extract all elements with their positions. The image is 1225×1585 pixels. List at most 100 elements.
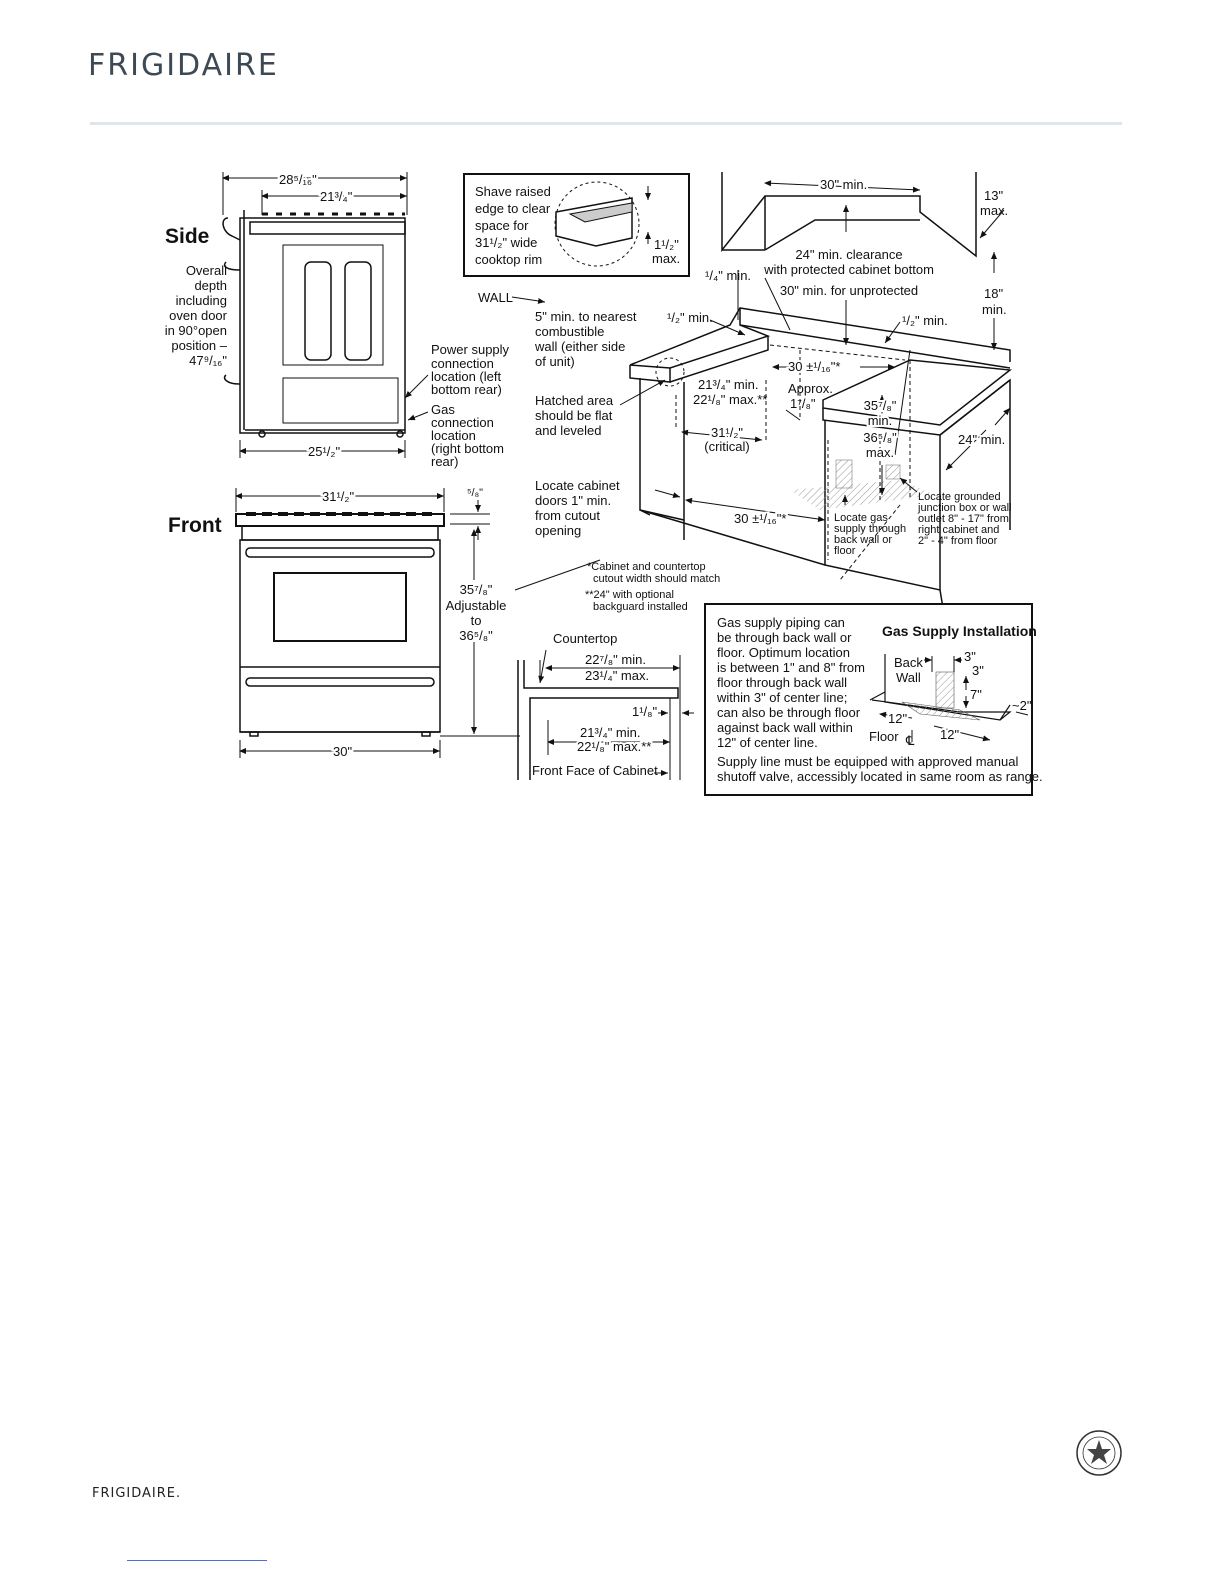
front-view xyxy=(235,488,520,758)
countertop-label: Countertop xyxy=(553,631,617,646)
gas-supply-box: Gas Supply Installation Gas supply pipin… xyxy=(704,603,1043,796)
side-dim-outer: 28⁵/₁₆" xyxy=(279,172,317,187)
half-min-right: ¹/₂" min. xyxy=(902,313,948,328)
gas-text-5: floor through back wall xyxy=(717,675,847,690)
depth-note-1: Overall xyxy=(186,263,227,278)
dim-18: 18" xyxy=(984,286,1003,301)
upper-13: 13" xyxy=(984,188,1003,203)
gas-note-b: shutoff valve, accessibly located in sam… xyxy=(717,769,1043,784)
side-dim-bottom: 25¹/₂" xyxy=(308,444,340,459)
floor-label: Floor xyxy=(869,729,899,744)
countertop-labels: Countertop 22⁷/₈" min. 23¹/₄" max. 1¹/₈"… xyxy=(532,631,658,778)
locate-gas-3: back wall or xyxy=(834,534,892,546)
gas-dim-7: 7" xyxy=(970,687,982,702)
side-view xyxy=(222,172,429,458)
depth-note-5: in 90°open xyxy=(165,323,227,338)
approx-1: Approx. xyxy=(788,381,833,396)
front-height-2: Adjustable xyxy=(446,598,507,613)
front-title: Front xyxy=(168,514,222,537)
cabinet-depth-max: 22¹/₈" max.** xyxy=(577,739,651,754)
height-range-4: max. xyxy=(866,445,894,460)
footnote-2a: **24" with optional xyxy=(585,589,674,601)
combustible-3: wall (either side xyxy=(534,339,625,354)
shave-text-5: cooktop rim xyxy=(475,252,542,267)
locate-gas-4: floor xyxy=(834,545,856,557)
footnote-1a: *Cabinet and countertop xyxy=(587,561,706,573)
header-divider xyxy=(90,122,1122,125)
power-note-2: connection xyxy=(431,356,494,371)
countertop-detail xyxy=(517,649,694,780)
gas-text-1: Gas supply piping can xyxy=(717,615,845,630)
height-range-1: 35⁷/₈" xyxy=(864,398,897,413)
locate-outlet-3: outlet 8" - 17" from xyxy=(918,513,1009,525)
doors-2: doors 1" min. xyxy=(535,493,611,508)
depth-note-2: depth xyxy=(194,278,227,293)
depth-min: 21³/₄" min. xyxy=(698,377,759,392)
gas-box-title: Gas Supply Installation xyxy=(882,623,1037,639)
depth-note-6: position – xyxy=(171,338,227,353)
power-note-4: bottom rear) xyxy=(431,382,502,397)
locate-outlet-2: junction box or wall xyxy=(917,502,1012,514)
locate-gas-2: supply through xyxy=(834,523,906,535)
upper-30-min: 30" min. xyxy=(820,177,867,192)
upper-13-max: max. xyxy=(980,203,1008,218)
dim-18-min: min. xyxy=(982,302,1007,317)
gas-text-3: floor. Optimum location xyxy=(717,645,850,660)
locate-outlet-4: right cabinet and xyxy=(918,524,999,536)
clearance-3: 30" min. for unprotected xyxy=(780,283,918,298)
gas-text-4: is between 1" and 8" from xyxy=(717,660,865,675)
front-height-4: 36⁵/₈" xyxy=(459,628,493,643)
hatched-1: Hatched area xyxy=(535,393,614,408)
design-certified-seal xyxy=(1076,1430,1122,1476)
footer-link-underline[interactable] xyxy=(127,1560,267,1561)
approx-2: 1⁷/₈" xyxy=(790,396,816,411)
footnote-2b: backguard installed xyxy=(593,601,688,613)
shave-text-2: edge to clear xyxy=(475,201,551,216)
half-min-left: ¹/₂" min. xyxy=(667,310,713,325)
cabinet-depth-min: 21³/₄" min. xyxy=(580,725,641,740)
side-title: Side xyxy=(165,225,209,248)
hatched-3: and leveled xyxy=(535,423,602,438)
footer-logo-text: FRIGIDAIRE. xyxy=(92,1486,182,1501)
centerline-symbol: ℄ xyxy=(905,733,915,748)
gas-note-3: location xyxy=(431,428,476,443)
front-height-1: 35⁷/₈" xyxy=(460,582,493,597)
countertop-min: 22⁷/₈" min. xyxy=(585,652,646,667)
back-wall-2: Wall xyxy=(896,670,921,685)
gas-text-8: against back wall within xyxy=(717,720,853,735)
cabinet-drawing xyxy=(511,172,1012,621)
gas-dim-3a: 3" xyxy=(964,649,976,664)
bottom-width: 30 ±¹/₁₆"* xyxy=(734,511,786,526)
power-note-3: location (left xyxy=(431,369,501,384)
gas-text-2: be through back wall or xyxy=(717,630,852,645)
gas-note-1: Gas xyxy=(431,402,455,417)
height-range-2: min. xyxy=(868,413,893,428)
back-wall-1: Back xyxy=(894,655,923,670)
combustible-1: 5" min. to nearest xyxy=(535,309,637,324)
gas-note-4: (right bottom xyxy=(431,441,504,456)
brand-logo-text: FRIGIDAIRE xyxy=(88,48,279,83)
clearance-2: with protected cabinet bottom xyxy=(763,262,934,277)
locate-outlet-1: Locate grounded xyxy=(918,491,1001,503)
combustible-2: combustible xyxy=(535,324,604,339)
front-view-labels: Front 31¹/₂" 30" ⁵/₈" 35⁷/₈" Adjustable … xyxy=(168,487,507,761)
doors-1: Locate cabinet xyxy=(535,478,620,493)
gas-note-a: Supply line must be equipped with approv… xyxy=(717,754,1018,769)
clearance-1: 24" min. clearance xyxy=(795,247,902,262)
side-dim-inner: 21³/₄" xyxy=(320,189,353,204)
brand-logo: FRIGIDAIRE xyxy=(88,48,279,83)
shave-text-1: Shave raised xyxy=(475,184,551,199)
cabinet-labels: WALL 5" min. to nearest combustible wall… xyxy=(478,175,1012,613)
locate-outlet-5: 2" - 4" from floor xyxy=(918,535,998,547)
wall-label: WALL xyxy=(478,290,513,305)
front-dim-lip: ⁵/₈" xyxy=(467,487,483,499)
depth-max: 22¹/₈" max.** xyxy=(693,392,767,407)
height-range-3: 36⁵/₈" xyxy=(863,430,897,445)
gas-note-5: rear) xyxy=(431,454,458,469)
depth-24: 24" min. xyxy=(958,432,1005,447)
depth-note-7: 47⁹/₁₆" xyxy=(189,353,227,368)
critical-2: (critical) xyxy=(704,439,750,454)
gas-dim-2: ~2" xyxy=(1012,698,1032,713)
front-dim-top: 31¹/₂" xyxy=(322,489,354,504)
gas-note-2: connection xyxy=(431,415,494,430)
